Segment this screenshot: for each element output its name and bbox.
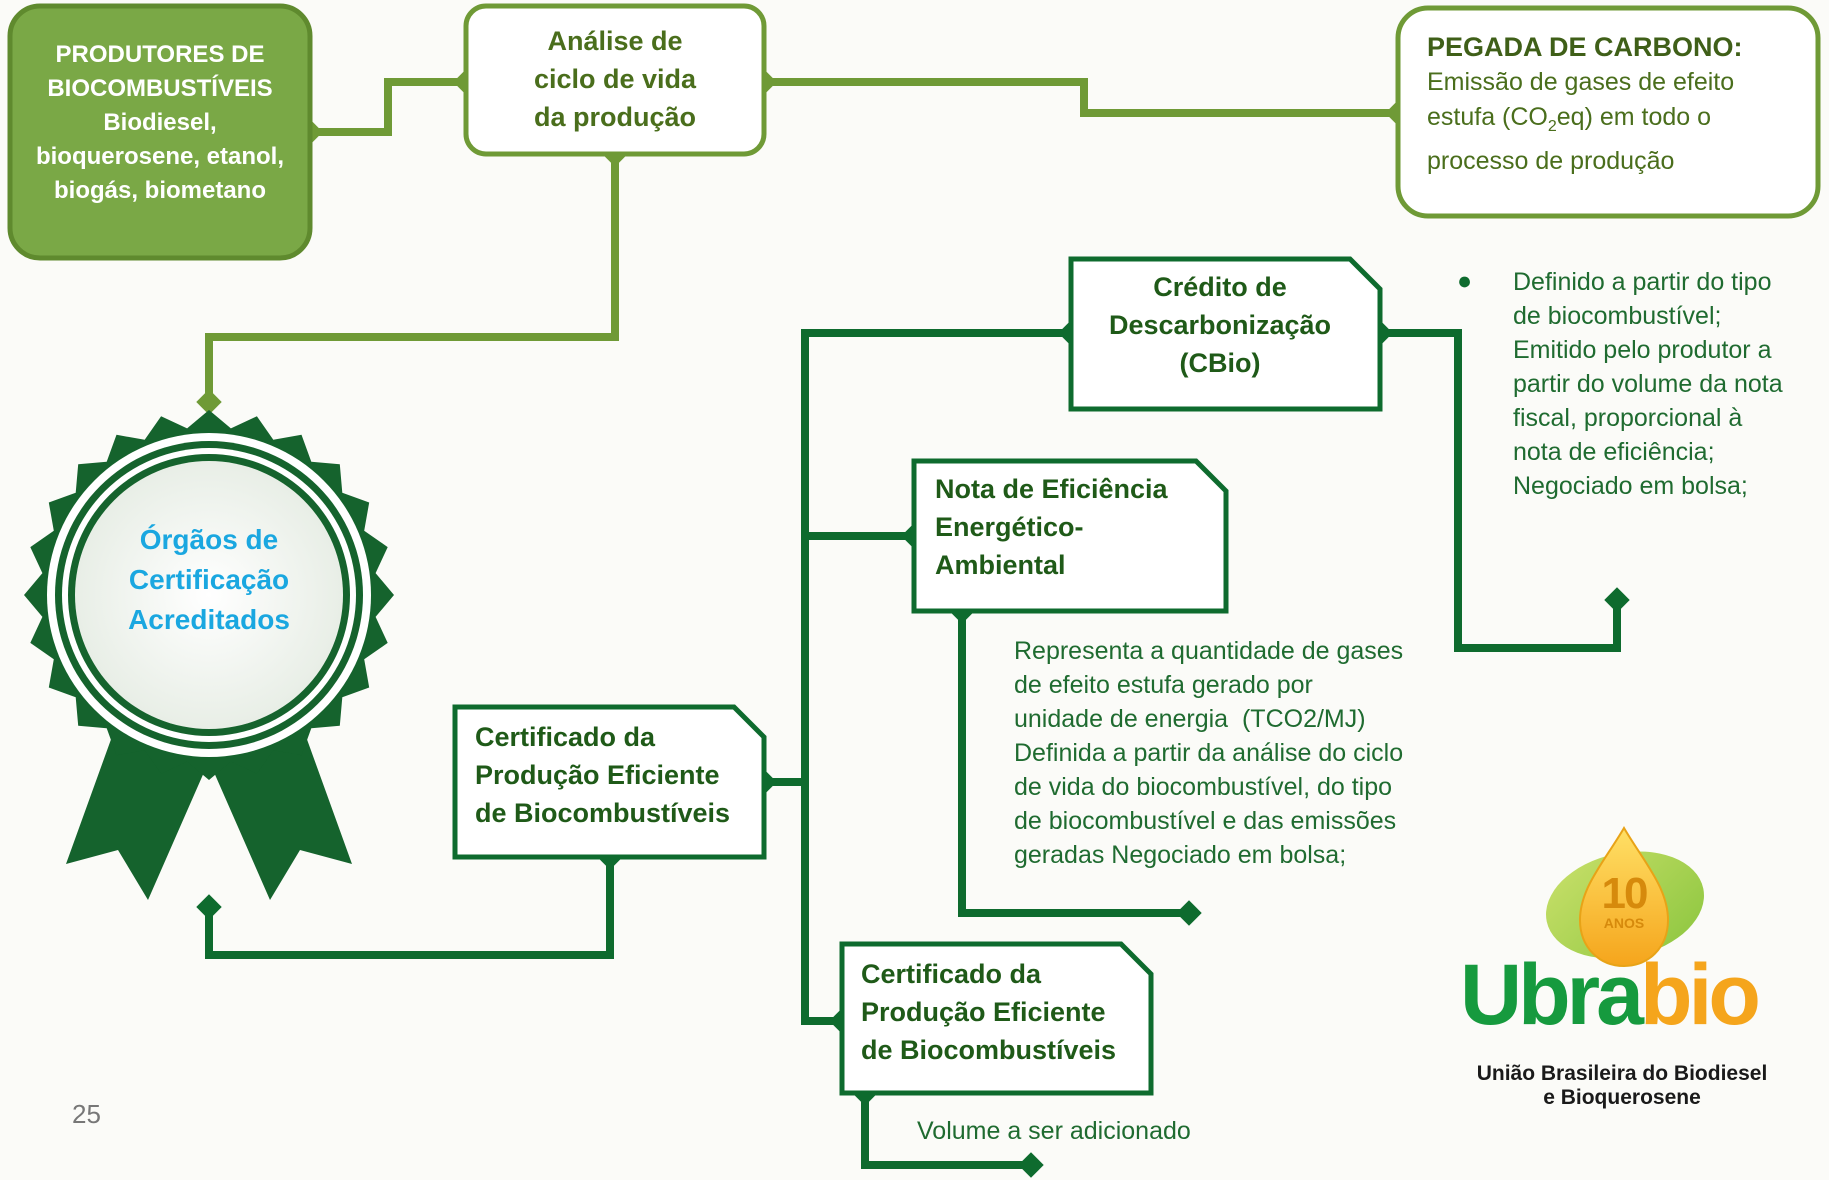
lifecycle-box [463,3,767,157]
carbon-line: processo de produção [1427,147,1675,175]
nota-line: Energético- [935,512,1084,542]
connector-lifecycle-badge [205,154,619,402]
carbon-box [1395,5,1821,219]
ubrabio-logo-graphic [1546,826,1704,968]
cbio-note: ● Definido a partir do tipo de biocombus… [1457,265,1787,333]
badge-line: Certificação [128,564,290,595]
logo-anniversary: 10 ANOS [1584,869,1664,931]
nota-description-line: Definida a partir da análise do ciclo [1014,739,1404,767]
connector-nota-description [958,611,1189,917]
logo-anniversary-word: ANOS [1603,915,1645,931]
cert-bottom-line: Certificado da [861,959,1042,989]
nota-description: Representa a quantidade de gases de efei… [1014,634,1434,872]
cbio-line: Crédito de [1153,272,1287,302]
connector-producers-lifecycle [310,78,466,136]
carbon-title: PEGADA DE CARBONO: [1427,32,1743,62]
cbio-note-text: Emitido pelo produtor a partir do volume… [1513,336,1783,466]
producers-text: PRODUTORES DE BIOCOMBUSTÍVEIS Biodiesel,… [18,38,302,208]
badge-text: Órgãos de Certificação Acreditados [89,520,329,640]
cbio-note-text: Definido a partir do tipo de biocombustí… [1513,268,1772,330]
nota-text: Nota de Eficiência Energético- Ambiental [935,470,1220,584]
nota-description-line: Representa a quantidade de gases [1014,637,1404,665]
page-number: 25 [72,1099,101,1129]
cert-left-line: de Biocombustíveis [475,798,731,828]
cert-bottom-note: Volume a ser adicionado [917,1117,1191,1145]
producers-title: PRODUTORES DE BIOCOMBUSTÍVEIS [47,41,273,102]
producers-line: bioquerosene, etanol, [35,143,285,170]
cert-left-line: Produção Eficiente [475,760,720,790]
nota-description-line: de vida do biocombustível, do tipo [1014,773,1393,801]
connector-cbio-spine [801,329,1071,1025]
connector-cert-bottom-note [861,1093,1031,1169]
logo-drop-icon [1578,826,1670,968]
logo-name-part1: Ubra [1460,947,1644,1043]
certification-badge [24,410,394,900]
carbon-text: PEGADA DE CARBONO: Emissão de gases de e… [1427,30,1807,179]
logo-tagline-line: União Brasileira do Biodiesel [1476,1062,1768,1085]
cert-bottom-line: Produção Eficiente [861,997,1106,1027]
cbio-notes: ● Definido a partir do tipo de biocombus… [1457,265,1787,503]
lifecycle-line: ciclo de vida [533,64,697,94]
cbio-line: Descarbonização [1108,310,1332,340]
cert-left-text: Certificado da Produção Eficiente de Bio… [475,718,760,832]
nota-description-line: de efeito estufa gerado por [1014,671,1313,699]
logo-tagline-line: e Bioquerosene [1543,1086,1701,1109]
cert-bottom-box [839,941,1154,1096]
logo-name-part2: bio [1639,947,1761,1043]
nota-description-line: unidade de energia (TCO2/MJ) [1014,705,1366,733]
carbon-line-pre: estufa (CO [1427,103,1548,131]
logo-name: Ubrabio [1460,950,1800,1040]
nota-box [911,458,1229,614]
cbio-note-text: Negociado em bolsa; [1513,472,1748,500]
carbon-line-post: eq) em todo o [1556,103,1712,131]
bullet-icon: ● [1457,267,1473,295]
cert-left-box [452,704,767,860]
badge-line: Órgãos de [139,524,279,555]
carbon-line: estufa (CO2eq) em todo o [1427,100,1807,144]
badge-face [75,461,343,729]
olive-connectors [205,78,1398,402]
nota-line: Ambiental [935,550,1066,580]
cbio-note: Negociado em bolsa; [1457,469,1787,503]
cert-bottom-text: Certificado da Produção Eficiente de Bio… [861,955,1146,1069]
nota-line: Nota de Eficiência [935,474,1168,504]
carbon-line: Emissão de gases de efeito [1427,68,1735,96]
cert-bottom-line: de Biocombustíveis [861,1035,1117,1065]
logo-anniversary-number: 10 [1601,869,1649,918]
cert-left-line: Certificado da [475,722,656,752]
logo-tagline: União Brasileira do Biodiesel e Bioquero… [1452,1062,1792,1110]
cbio-text: Crédito de Descarbonização (CBio) [1075,268,1365,382]
producers-line: biogás, biometano [53,177,266,204]
connector-cbio-notes [1380,329,1621,652]
producers-line: Biodiesel, [103,109,217,136]
dark-connectors [205,329,1621,1169]
nota-description-line: geradas Negociado em bolsa; [1014,841,1347,869]
cbio-box [1068,256,1383,412]
lifecycle-line: da produção [533,102,696,132]
lifecycle-text: Análise de ciclo de vida da produção [470,22,760,136]
badge-line: Acreditados [128,604,290,635]
nota-description-line: de biocombustível e das emissões [1014,807,1397,835]
cbio-line: (CBio) [1179,348,1261,378]
producers-box [7,3,313,261]
lifecycle-line: Análise de [547,26,683,56]
carbon-subscript: 2 [1547,118,1557,135]
connector-cert-left-badge [205,857,614,959]
cbio-note: Emitido pelo produtor a partir do volume… [1457,333,1787,469]
connector-lifecycle-carbon [764,78,1398,117]
